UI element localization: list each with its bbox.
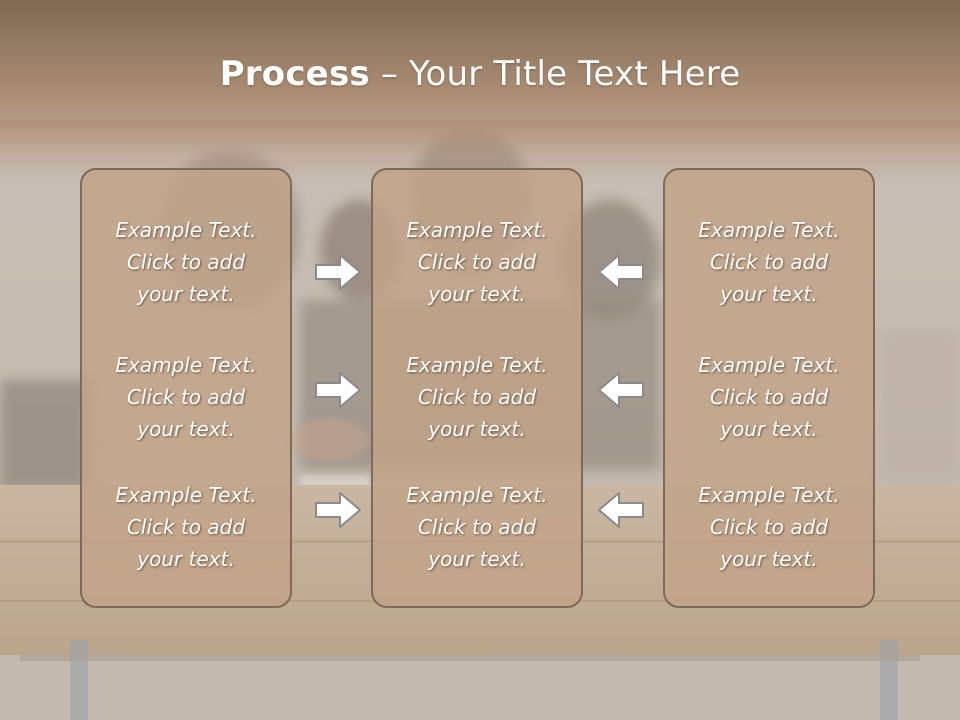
text-line: Example Text. (115, 353, 257, 377)
text-line: your text. (720, 547, 818, 571)
text-block[interactable]: Example Text. Click to add your text. (665, 349, 873, 445)
text-line: Example Text. (698, 218, 840, 242)
title-rest: – Your Title Text Here (369, 54, 741, 94)
text-line: Click to add (417, 250, 537, 274)
text-line: Example Text. (406, 218, 548, 242)
arrow-right-icon (315, 254, 361, 290)
text-line: your text. (137, 417, 235, 441)
text-line: Example Text. (698, 483, 840, 507)
text-line: Example Text. (115, 483, 257, 507)
text-block[interactable]: Example Text. Click to add your text. (82, 479, 290, 575)
text-line: Click to add (126, 250, 246, 274)
title-bold: Process (219, 54, 370, 94)
text-line: Example Text. (698, 353, 840, 377)
slide-title[interactable]: Process – Your Title Text Here (0, 52, 960, 96)
text-line: Example Text. (406, 353, 548, 377)
arrow-right-icon (315, 372, 361, 408)
text-line: Click to add (709, 385, 829, 409)
process-panel-center[interactable]: Example Text. Click to add your text. Ex… (371, 168, 583, 608)
text-line: Click to add (126, 515, 246, 539)
text-block[interactable]: Example Text. Click to add your text. (373, 214, 581, 310)
arrow-left-icon (598, 492, 644, 528)
text-line: Example Text. (115, 218, 257, 242)
arrow-right-icon (315, 492, 361, 528)
text-block[interactable]: Example Text. Click to add your text. (82, 349, 290, 445)
text-block[interactable]: Example Text. Click to add your text. (373, 349, 581, 445)
text-line: your text. (720, 417, 818, 441)
text-line: Click to add (417, 515, 537, 539)
text-block[interactable]: Example Text. Click to add your text. (373, 479, 581, 575)
text-line: your text. (428, 282, 526, 306)
text-line: your text. (137, 547, 235, 571)
text-line: your text. (137, 282, 235, 306)
text-line: Example Text. (406, 483, 548, 507)
text-line: your text. (428, 547, 526, 571)
text-line: Click to add (709, 250, 829, 274)
text-line: Click to add (417, 385, 537, 409)
text-block[interactable]: Example Text. Click to add your text. (665, 214, 873, 310)
text-block[interactable]: Example Text. Click to add your text. (82, 214, 290, 310)
process-panel-right[interactable]: Example Text. Click to add your text. Ex… (663, 168, 875, 608)
text-line: your text. (720, 282, 818, 306)
arrow-left-icon (598, 254, 644, 290)
arrow-left-icon (598, 372, 644, 408)
process-panel-left[interactable]: Example Text. Click to add your text. Ex… (80, 168, 292, 608)
text-line: Click to add (709, 515, 829, 539)
text-block[interactable]: Example Text. Click to add your text. (665, 479, 873, 575)
text-line: your text. (428, 417, 526, 441)
text-line: Click to add (126, 385, 246, 409)
